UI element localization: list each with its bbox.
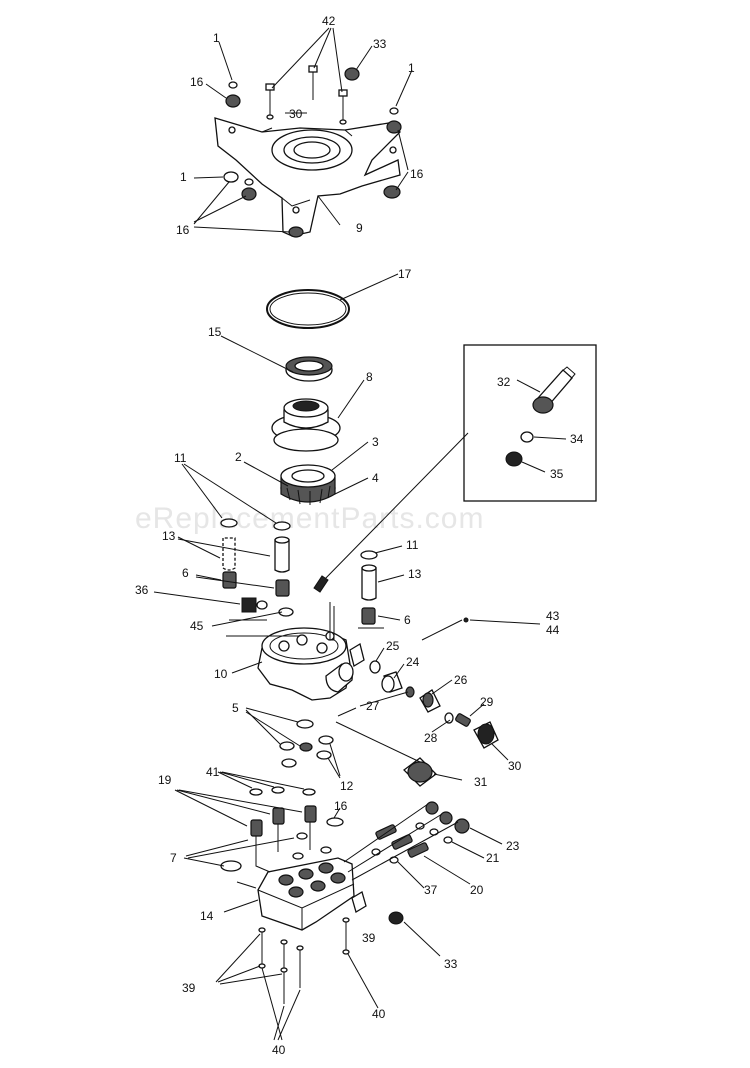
callout-45: 45	[190, 619, 204, 633]
check-valve-parts	[220, 786, 344, 889]
seal-part	[285, 356, 333, 382]
valve-assembly-parts	[369, 660, 499, 787]
callout-39: 39	[362, 931, 376, 945]
callout-16: 16	[410, 167, 424, 181]
inset-detail-box	[463, 344, 597, 502]
callout-1: 1	[180, 170, 187, 184]
callout-25: 25	[386, 639, 400, 653]
callout-24: 24	[406, 655, 420, 669]
nut-washer-parts	[223, 67, 402, 238]
manifold-bolts	[258, 911, 441, 1004]
callout-34: 34	[570, 432, 584, 446]
bolt-part	[265, 65, 348, 122]
callout-32: 32	[497, 375, 511, 389]
pump-head-part	[226, 602, 384, 701]
bearing-part	[280, 464, 336, 505]
callout-28: 28	[424, 731, 438, 745]
callout-27: 27	[366, 699, 380, 713]
callout-12: 12	[340, 779, 354, 793]
callout-20: 20	[470, 883, 484, 897]
piston-guides	[220, 518, 378, 601]
callout-2: 2	[235, 450, 242, 464]
callout-15: 15	[208, 325, 222, 339]
callout-11: 11	[406, 538, 419, 552]
callout-44: 44	[546, 623, 560, 637]
callout-40: 40	[372, 1007, 386, 1021]
callout-13: 13	[162, 529, 176, 543]
inset-pointer-line	[321, 432, 469, 583]
callout-40: 40	[272, 1043, 286, 1057]
callout-31: 31	[474, 775, 488, 789]
callout-16: 16	[190, 75, 204, 89]
watermark-text: eReplacementParts.com	[135, 502, 484, 535]
callout-33: 33	[373, 37, 387, 51]
manifold-part	[257, 846, 367, 931]
leader-lines-bottom	[174, 771, 379, 1041]
mounting-flange-part	[214, 117, 401, 237]
callout-29: 29	[480, 695, 494, 709]
callout-11: 11	[174, 451, 187, 465]
leader-lines-top	[193, 27, 413, 233]
callout-42: 42	[322, 14, 336, 28]
callout-41: 41	[206, 765, 220, 779]
callout-36: 36	[135, 583, 149, 597]
callout-23: 23	[506, 839, 520, 853]
callout-37: 37	[424, 883, 438, 897]
callout-16: 16	[334, 799, 348, 813]
callout-7: 7	[170, 851, 177, 865]
callout-39: 39	[182, 981, 196, 995]
callout-21: 21	[486, 851, 500, 865]
callout-1: 1	[408, 61, 415, 75]
callout-9: 9	[356, 221, 363, 235]
leader-lines-bearings	[220, 273, 399, 495]
callout-6: 6	[404, 613, 411, 627]
callout-30: 30	[508, 759, 522, 773]
fitting-part	[532, 366, 576, 414]
callout-8: 8	[366, 370, 373, 384]
callout-26: 26	[454, 673, 468, 687]
callout-17: 17	[398, 267, 412, 281]
valve-stack-parts	[343, 801, 503, 889]
washer-parts	[245, 707, 341, 779]
callout-19: 19	[158, 773, 172, 787]
cam-part	[271, 398, 341, 452]
o-ring-part	[266, 289, 350, 329]
callout-35: 35	[550, 467, 564, 481]
callout-16: 16	[176, 223, 190, 237]
callout-14: 14	[200, 909, 214, 923]
callout-4: 4	[372, 471, 379, 485]
callout-1: 1	[213, 31, 220, 45]
callout-43: 43	[546, 609, 560, 623]
callout-10: 10	[214, 667, 228, 681]
callout-30: 30	[289, 107, 303, 121]
callout-6: 6	[182, 566, 189, 580]
spring-parts	[222, 571, 376, 625]
callout-3: 3	[372, 435, 379, 449]
callout-5: 5	[232, 701, 239, 715]
callout-33: 33	[444, 957, 458, 971]
callout-13: 13	[408, 567, 422, 581]
leader-lines-head	[153, 463, 541, 781]
